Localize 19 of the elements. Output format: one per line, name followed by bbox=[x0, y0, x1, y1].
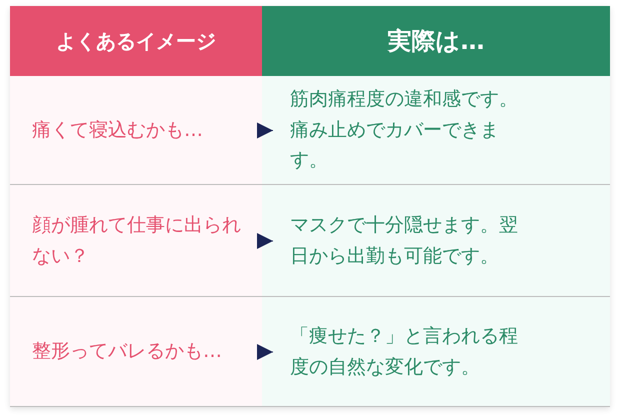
table-cell bbox=[10, 297, 262, 407]
table-cell bbox=[10, 76, 262, 185]
cell-text: 痛くて寝込むかも… bbox=[32, 118, 203, 143]
arrow bbox=[256, 344, 274, 360]
arrow bbox=[256, 233, 274, 249]
header-text: よくあるイメージ bbox=[56, 28, 216, 55]
header-cell bbox=[10, 6, 262, 76]
table-cell bbox=[262, 76, 610, 185]
cell-text: マスクで十分隠せます。翌日から出勤も可能です。 bbox=[290, 213, 519, 268]
cell-text: 顔が腫れて仕事に出られない？ bbox=[32, 213, 242, 268]
arrow bbox=[256, 122, 274, 138]
table-cell bbox=[10, 185, 262, 297]
cell-text: 筋肉痛程度の違和感です。痛み止めでカバーできます。 bbox=[290, 87, 519, 174]
cell-text: 「痩せた？」と言われる程度の自然な変化です。 bbox=[290, 324, 519, 380]
table-cell bbox=[262, 297, 610, 407]
cell-text: 整形ってバレるかも… bbox=[32, 339, 222, 364]
header-text: 実際は… bbox=[388, 26, 484, 57]
header-cell bbox=[262, 6, 610, 76]
table-cell bbox=[262, 185, 610, 297]
